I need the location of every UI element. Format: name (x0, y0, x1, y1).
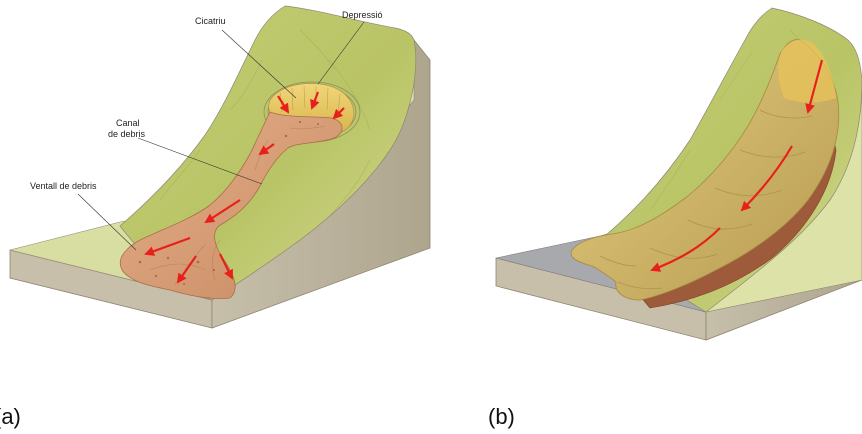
label-channel-line1: Canal (116, 118, 140, 128)
label-fan: Ventall de debris (30, 181, 97, 191)
panel-a-label: (a) (0, 404, 21, 429)
panel-b: (b) (488, 8, 862, 429)
label-depression: Depressió (342, 10, 383, 20)
label-scar: Cicatriu (195, 16, 226, 26)
panel-a: Cicatriu Depressió Canal de debris Venta… (0, 6, 430, 429)
panel-b-label: (b) (488, 404, 515, 429)
label-channel-line2: de debris (108, 129, 146, 139)
